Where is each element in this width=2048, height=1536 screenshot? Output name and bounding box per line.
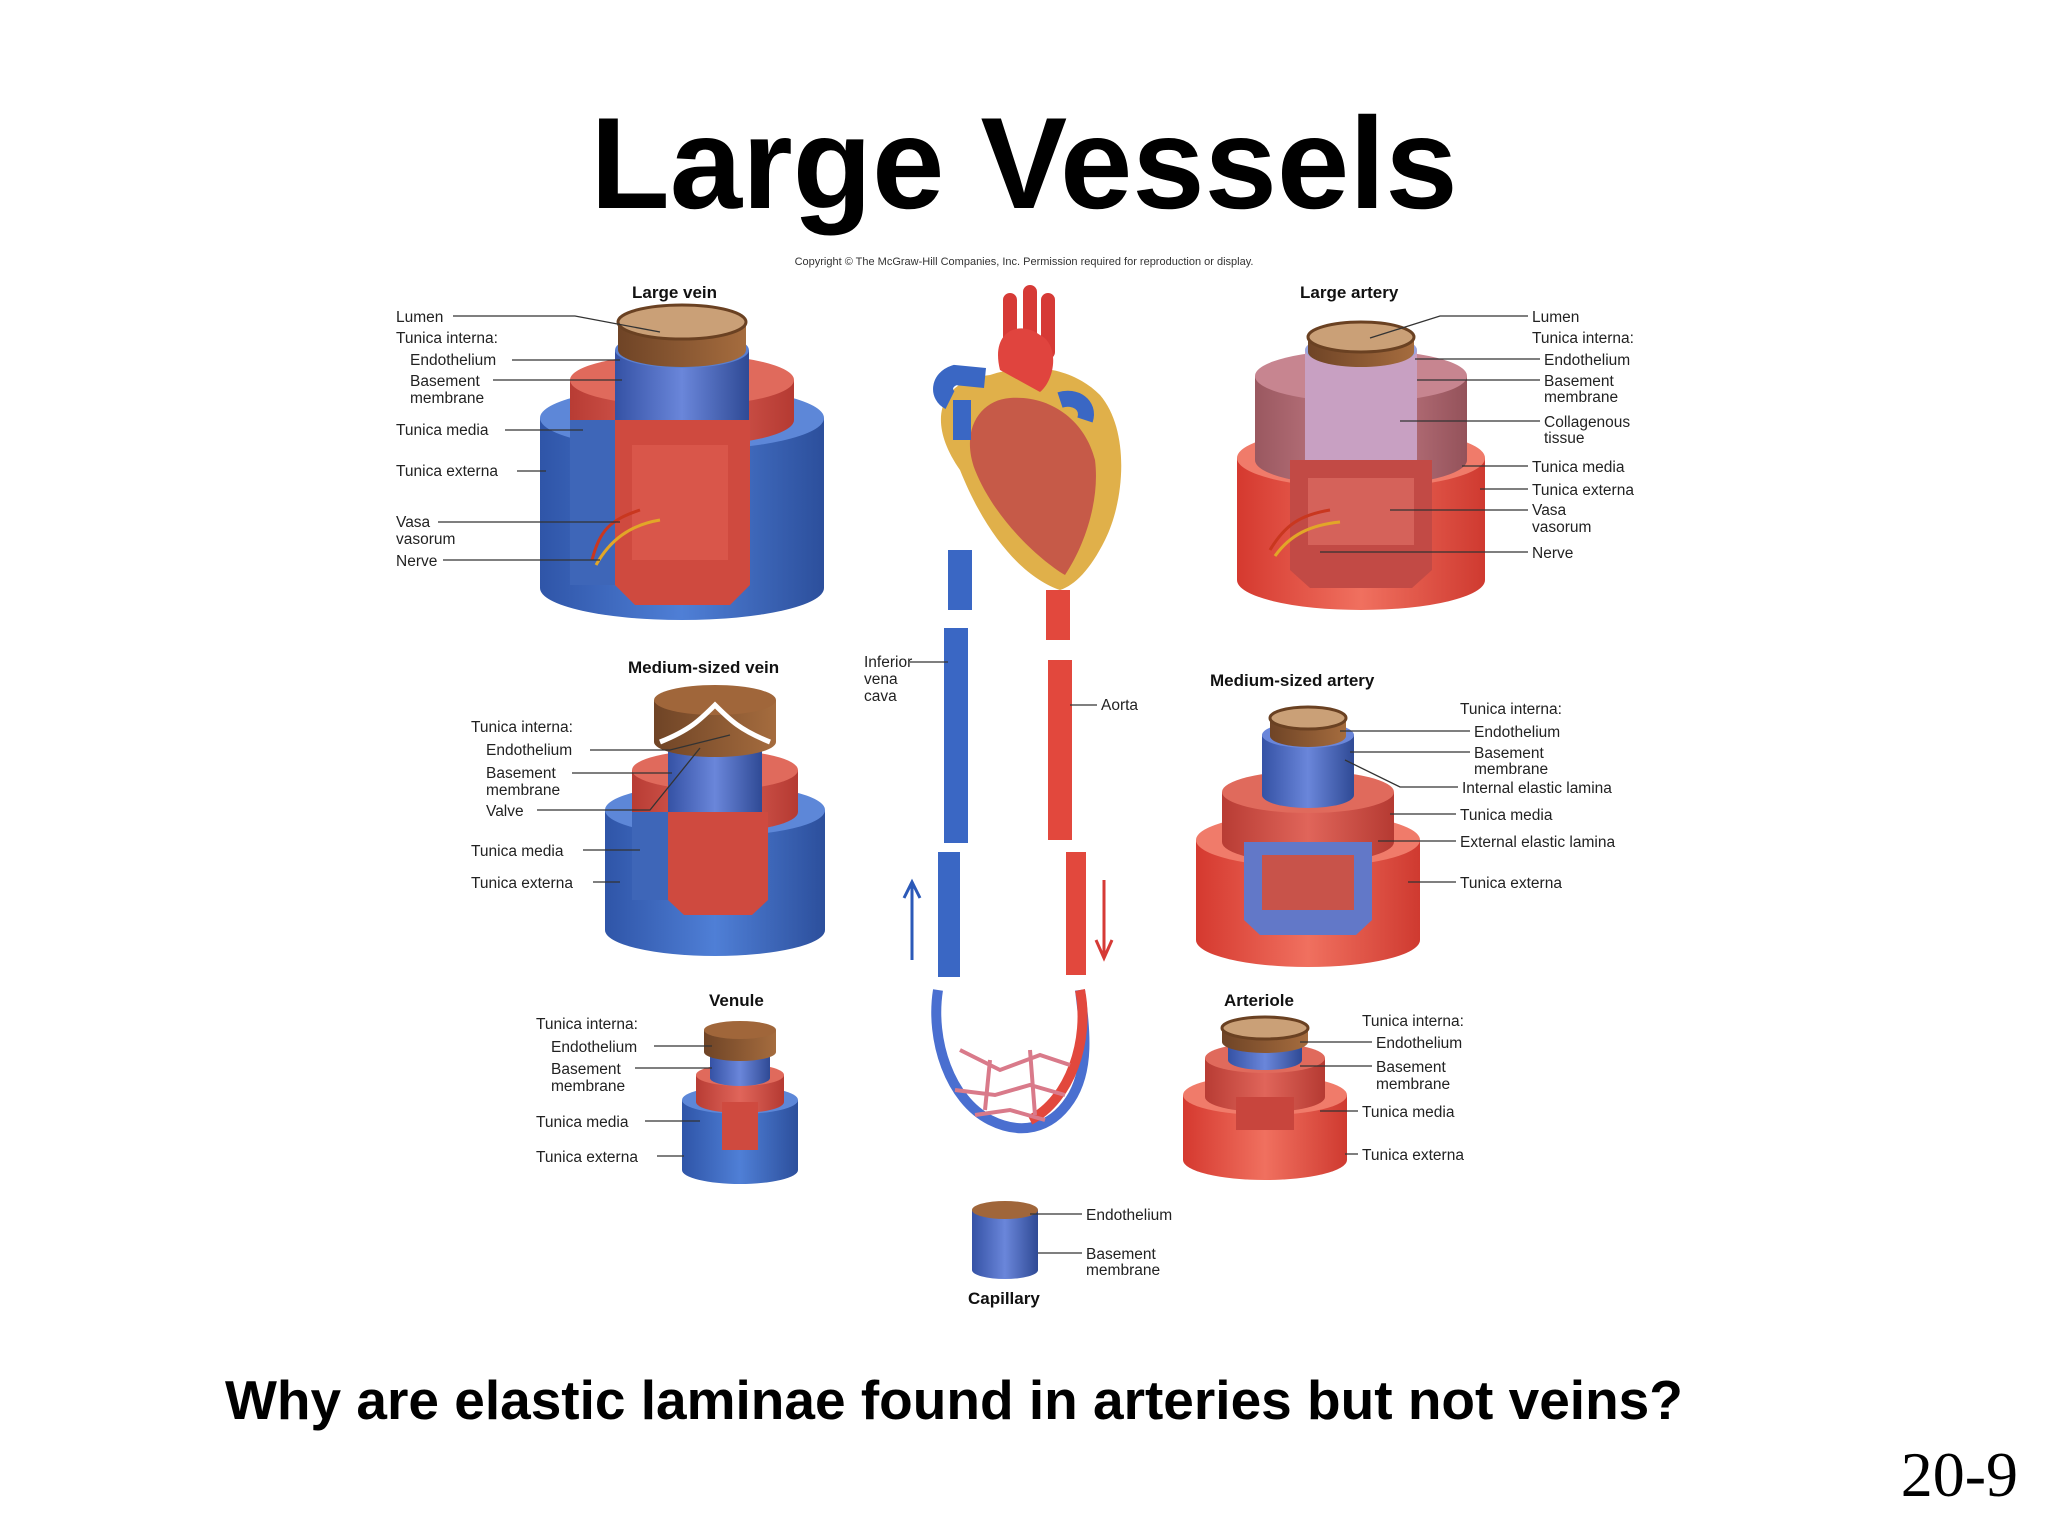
label-tunica-externa: Tunica externa — [396, 463, 498, 480]
venule-illustration: Venule — [682, 991, 798, 1184]
label-tunica-externa: Tunica externa — [1460, 875, 1562, 892]
label-vasorum: vasorum — [1532, 519, 1591, 536]
large-vein-heading: Large vein — [632, 283, 717, 302]
label-tunica-media: Tunica media — [471, 843, 564, 860]
label-endothelium: Endothelium — [551, 1039, 637, 1056]
label-basement: Basement — [410, 373, 480, 390]
label-basement: Basement — [1544, 373, 1614, 390]
label-tunica-interna: Tunica interna: — [1362, 1013, 1464, 1030]
label-tunica-media: Tunica media — [536, 1114, 629, 1131]
label-tunica-interna: Tunica interna: — [471, 719, 573, 736]
slide-number: 20-9 — [1900, 1439, 2018, 1510]
label-aorta: Aorta — [1101, 697, 1138, 714]
label-endothelium: Endothelium — [1544, 352, 1630, 369]
label-tunica-interna: Tunica interna: — [1532, 330, 1634, 347]
label-tunica-externa: Tunica externa — [1362, 1147, 1464, 1164]
venule-labels: Tunica interna: Endothelium Basement mem… — [536, 1016, 712, 1166]
label-collagenous: Collagenous — [1544, 414, 1630, 431]
large-vein-illustration: Large vein — [540, 283, 824, 620]
label-membrane: membrane — [410, 390, 484, 407]
label-nerve: Nerve — [1532, 545, 1573, 562]
medium-artery-illustration: Medium-sized artery — [1196, 671, 1420, 967]
label-valve: Valve — [486, 803, 524, 820]
label-vena: vena — [864, 671, 898, 688]
capillary-illustration: Capillary Endothelium Basement membrane — [968, 1201, 1172, 1308]
label-endothelium: Endothelium — [1376, 1035, 1462, 1052]
label-nerve: Nerve — [396, 553, 437, 570]
label-vasa: Vasa — [396, 514, 431, 531]
label-tissue: tissue — [1544, 430, 1585, 447]
arteriole-labels: Tunica interna: Endothelium Basement mem… — [1300, 1013, 1464, 1164]
label-inferior: Inferior — [864, 654, 912, 671]
label-endothelium: Endothelium — [410, 352, 496, 369]
medium-artery-heading: Medium-sized artery — [1210, 671, 1375, 690]
label-basement: Basement — [1086, 1246, 1156, 1263]
venule-heading: Venule — [709, 991, 764, 1010]
label-membrane: membrane — [1376, 1076, 1450, 1093]
label-tunica-media: Tunica media — [396, 422, 489, 439]
label-tunica-interna: Tunica interna: — [396, 330, 498, 347]
label-cava: cava — [864, 688, 897, 705]
label-membrane: membrane — [551, 1078, 625, 1095]
label-membrane: membrane — [1086, 1262, 1160, 1279]
label-tunica-media: Tunica media — [1362, 1104, 1455, 1121]
medium-vein-heading: Medium-sized vein — [628, 658, 779, 677]
copyright-notice: Copyright © The McGraw-Hill Companies, I… — [794, 256, 1254, 268]
label-membrane: membrane — [486, 782, 560, 799]
label-tunica-interna: Tunica interna: — [1460, 701, 1562, 718]
label-basement: Basement — [551, 1061, 621, 1078]
large-artery-labels: Lumen Tunica interna: Endothelium Baseme… — [1320, 309, 1634, 562]
label-tunica-media: Tunica media — [1532, 459, 1625, 476]
label-vasorum: vasorum — [396, 531, 455, 548]
label-basement: Basement — [1474, 745, 1544, 762]
medium-vein-labels: Tunica interna: Endothelium Basement mem… — [471, 719, 731, 892]
label-lumen: Lumen — [1532, 309, 1579, 326]
large-vein-labels: Lumen Tunica interna: Endothelium Baseme… — [396, 309, 661, 570]
label-lumen: Lumen — [396, 309, 443, 326]
label-endothelium: Endothelium — [486, 742, 572, 759]
label-external-elastic-lamina: External elastic lamina — [1460, 834, 1615, 851]
large-artery-heading: Large artery — [1300, 283, 1399, 302]
label-tunica-externa: Tunica externa — [1532, 482, 1634, 499]
discussion-question: Why are elastic laminae found in arterie… — [225, 1369, 1683, 1431]
arteriole-illustration: Arteriole — [1183, 991, 1347, 1180]
label-tunica-interna: Tunica interna: — [536, 1016, 638, 1033]
label-endothelium: Endothelium — [1474, 724, 1560, 741]
label-basement: Basement — [486, 765, 556, 782]
label-internal-elastic-lamina: Internal elastic lamina — [1462, 780, 1612, 797]
label-basement: Basement — [1376, 1059, 1446, 1076]
medium-vein-illustration: Medium-sized vein — [605, 658, 825, 956]
large-artery-illustration: Large artery — [1237, 283, 1485, 610]
label-membrane: membrane — [1474, 761, 1548, 778]
label-tunica-externa: Tunica externa — [471, 875, 573, 892]
heart-and-circulation: Inferior vena cava Aorta — [864, 285, 1138, 1134]
capillary-heading: Capillary — [968, 1289, 1040, 1308]
label-membrane: membrane — [1544, 389, 1618, 406]
medium-artery-labels: Tunica interna: Endothelium Basement mem… — [1340, 701, 1615, 892]
label-endothelium: Endothelium — [1086, 1207, 1172, 1224]
slide-title: Large Vessels — [590, 90, 1458, 236]
label-tunica-externa: Tunica externa — [536, 1149, 638, 1166]
label-tunica-media: Tunica media — [1460, 807, 1553, 824]
label-vasa: Vasa — [1532, 502, 1567, 519]
arteriole-heading: Arteriole — [1224, 991, 1294, 1010]
